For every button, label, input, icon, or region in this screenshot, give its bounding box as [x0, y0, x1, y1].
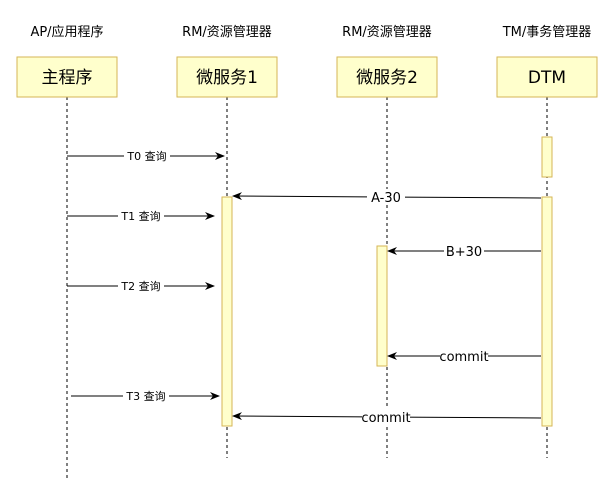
message-label-bg-t0 — [124, 148, 170, 164]
participant-name-main: 主程序 — [42, 68, 93, 88]
activation-svc2 — [376, 245, 388, 367]
message-label-bg-a30 — [367, 189, 405, 205]
message-label-bg-commit-svc1 — [362, 409, 410, 425]
participant-box-main — [16, 56, 118, 98]
message-label-b30: B+30 — [446, 245, 482, 260]
participant-box-dtm — [496, 56, 598, 98]
message-label-commit-svc1: commit — [361, 411, 410, 426]
role-label-rm2: RM/资源管理器 — [342, 25, 432, 40]
message-label-bg-commit-svc2 — [440, 348, 488, 364]
message-label-commit-svc2: commit — [439, 350, 488, 365]
message-label-bg-b30 — [444, 243, 484, 259]
message-label-t1: T1 查询 — [120, 209, 160, 223]
activation-dtm-2 — [541, 196, 553, 427]
participant-name-svc1: 微服务1 — [196, 68, 258, 88]
message-label-t0: T0 查询 — [126, 149, 166, 163]
message-label-a30: A-30 — [371, 191, 401, 206]
activation-dtm-1 — [541, 136, 553, 178]
message-label-bg-t1 — [118, 208, 164, 224]
role-label-ap: AP/应用程序 — [30, 24, 103, 40]
participant-box-svc2 — [336, 56, 438, 98]
role-label-rm1: RM/资源管理器 — [182, 25, 272, 40]
role-label-tm: TM/事务管理器 — [502, 24, 592, 40]
message-label-bg-t3 — [123, 388, 169, 404]
message-label-bg-t2 — [118, 278, 164, 294]
participant-box-svc1 — [176, 56, 278, 98]
message-label-t3: T3 查询 — [125, 389, 165, 403]
message-label-t2: T2 查询 — [120, 279, 160, 293]
activation-svc1 — [221, 196, 233, 427]
participant-name-svc2: 微服务2 — [356, 68, 418, 88]
participant-name-dtm: DTM — [528, 68, 566, 88]
